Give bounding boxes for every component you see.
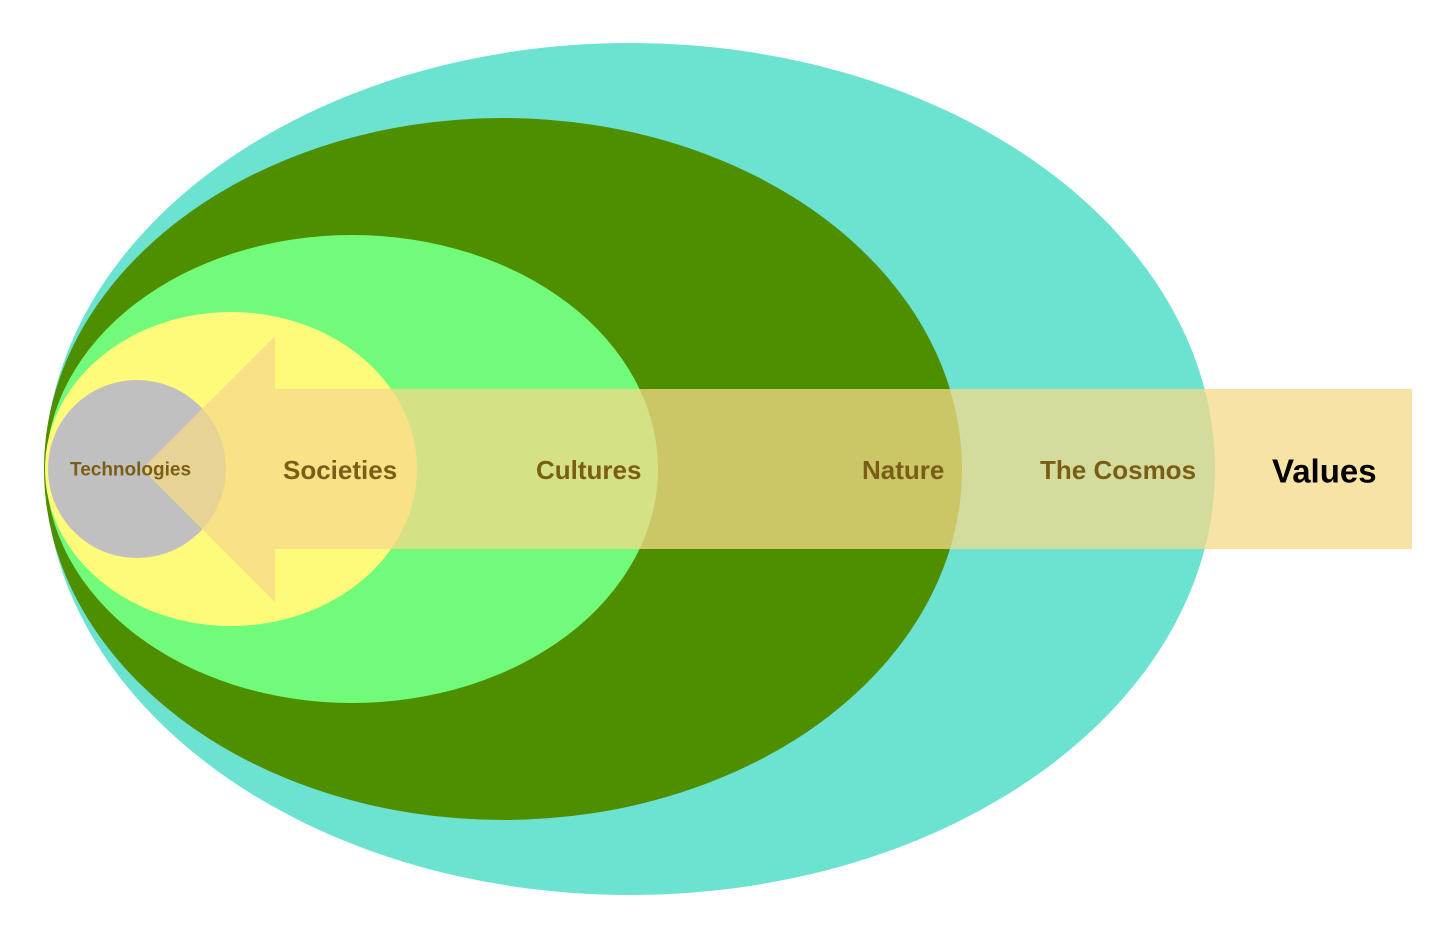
- cosmos-label: The Cosmos: [1040, 455, 1196, 485]
- values-label: Values: [1272, 453, 1377, 490]
- technologies-label: Technologies: [70, 460, 191, 481]
- nature-label: Nature: [862, 455, 944, 485]
- technologies-ellipse: [48, 380, 226, 558]
- cultures-label: Cultures: [536, 455, 641, 485]
- societies-label: Societies: [283, 455, 397, 485]
- values-arrow: [142, 336, 1412, 602]
